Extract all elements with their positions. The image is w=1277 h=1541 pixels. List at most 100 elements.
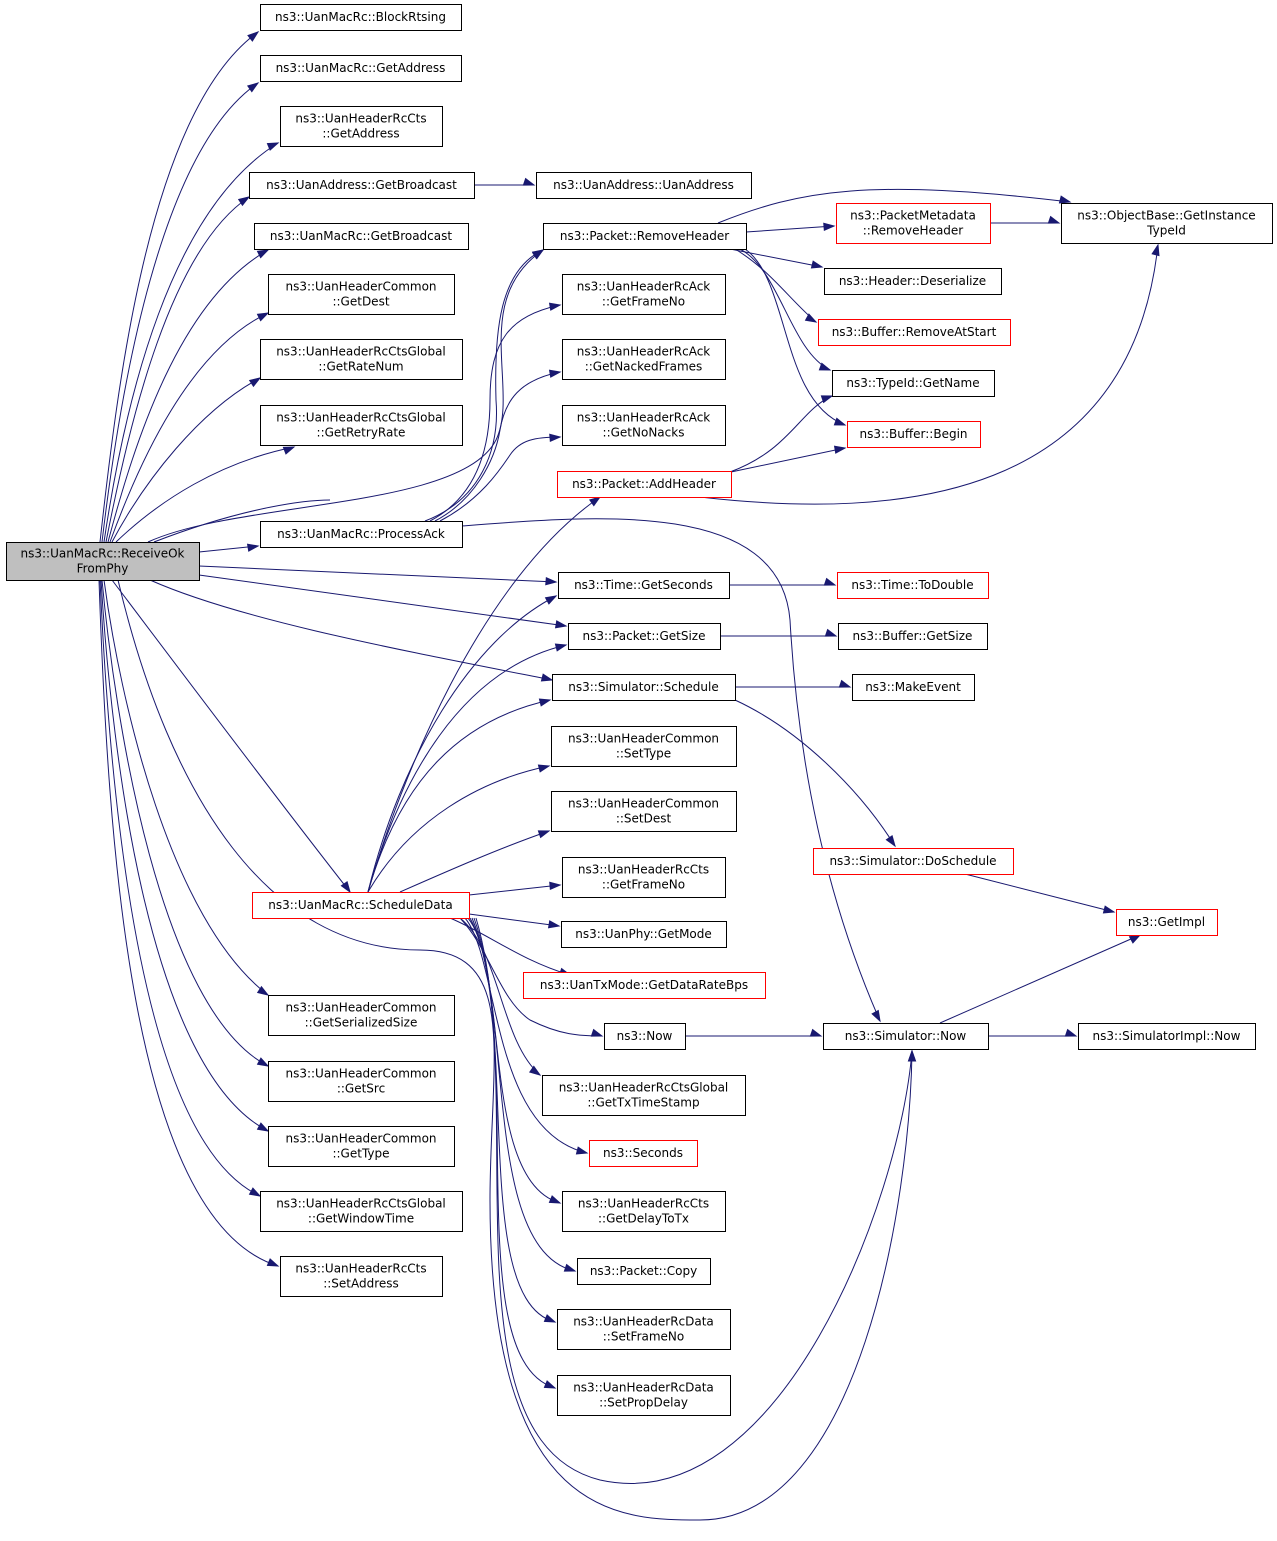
function-node[interactable]: ns3::UanHeaderRcAck::GetNoNacks — [562, 405, 726, 446]
node-label: ::GetFrameNo — [602, 878, 685, 892]
function-node[interactable]: ns3::UanMacRc::GetAddress — [260, 55, 462, 82]
arrowhead-icon — [528, 1065, 542, 1076]
function-node[interactable]: ns3::UanPhy::GetMode — [561, 921, 727, 948]
function-node[interactable]: ns3::UanTxMode::GetDataRateBps — [523, 972, 766, 999]
function-node[interactable]: ns3::UanHeaderRcData::SetFrameNo — [557, 1309, 731, 1350]
call-edge — [399, 830, 550, 893]
call-edge — [198, 565, 557, 583]
node-box — [1116, 909, 1218, 936]
call-edge — [111, 579, 351, 893]
arrowhead-icon — [1102, 905, 1116, 914]
function-node[interactable]: ns3::UanHeaderRcCts::GetDelayToTx — [562, 1191, 726, 1232]
node-box — [852, 674, 975, 701]
function-node[interactable]: ns3::UanHeaderCommon::SetType — [551, 726, 737, 767]
node-label: ns3::UanHeaderCommon — [568, 797, 719, 811]
function-node[interactable]: ns3::UanHeaderRcCtsGlobal::GetRateNum — [260, 339, 463, 380]
function-node[interactable]: ns3::Time::GetSeconds — [558, 572, 730, 599]
function-node[interactable]: ns3::UanHeaderCommon::GetSrc — [268, 1061, 455, 1102]
call-edge — [464, 917, 588, 1154]
function-node[interactable]: ns3::Simulator::DoSchedule — [813, 848, 1014, 875]
node-label: ::GetType — [332, 1147, 389, 1161]
function-node[interactable]: ns3::Packet::GetSize — [568, 623, 721, 650]
node-label: ns3::PacketMetadata — [850, 209, 976, 223]
function-node[interactable]: ns3::Packet::Copy — [577, 1258, 711, 1285]
call-edge — [424, 249, 544, 522]
node-box — [562, 339, 726, 380]
call-edge — [111, 377, 261, 543]
node-label: ns3::UanMacRc::ReceiveOk — [20, 547, 184, 561]
arrowhead-icon — [545, 576, 558, 586]
call-edge — [149, 579, 553, 681]
function-node[interactable]: ns3::SimulatorImpl::Now — [1078, 1023, 1256, 1050]
node-label: ns3::UanHeaderRcCts — [295, 112, 426, 126]
arrowhead-icon — [256, 312, 270, 322]
node-box — [823, 1023, 989, 1050]
arrowhead-icon — [575, 1146, 589, 1155]
function-node[interactable]: ns3::UanHeaderCommon::SetDest — [551, 791, 737, 832]
node-box — [824, 268, 1002, 295]
function-node[interactable]: ns3::Simulator::Schedule — [552, 674, 736, 701]
call-edge — [939, 934, 1141, 1024]
call-edge — [744, 248, 846, 426]
node-box — [838, 623, 988, 650]
function-node[interactable]: ns3::Time::ToDouble — [837, 572, 989, 599]
function-node[interactable]: ns3::UanHeaderRcAck::GetNackedFrames — [562, 339, 726, 380]
call-edge — [367, 765, 550, 893]
function-node[interactable]: ns3::UanHeaderRcAck::GetFrameNo — [562, 274, 726, 315]
node-label: ns3::UanHeaderRcAck — [577, 411, 711, 425]
function-node[interactable]: ns3::Packet::AddHeader — [557, 471, 732, 498]
function-node[interactable]: ns3::GetImpl — [1116, 909, 1218, 936]
arrowhead-icon — [549, 433, 562, 443]
node-label: ::GetDest — [332, 295, 389, 309]
function-node[interactable]: ns3::Simulator::Now — [823, 1023, 989, 1050]
node-label: ns3::UanHeaderRcCts — [578, 1197, 709, 1211]
arrowhead-icon — [540, 673, 554, 682]
node-box — [551, 791, 737, 832]
function-node[interactable]: ns3::MakeEvent — [852, 674, 975, 701]
function-node[interactable]: ns3::UanHeaderCommon::GetDest — [268, 274, 455, 315]
function-node[interactable]: ns3::TypeId::GetName — [832, 370, 995, 397]
function-node[interactable]: ns3::UanHeaderCommon::GetSerializedSize — [268, 995, 455, 1036]
function-node[interactable]: ns3::UanAddress::GetBroadcast — [249, 172, 475, 199]
arrowhead-icon — [248, 1187, 262, 1197]
function-node[interactable]: ns3::Packet::RemoveHeader — [543, 223, 747, 250]
arrowhead-icon — [1151, 243, 1160, 257]
arrowhead-icon — [810, 260, 824, 269]
arrowhead-icon — [1058, 195, 1072, 204]
function-node[interactable]: ns3::UanHeaderRcCts::GetAddress — [280, 106, 443, 147]
function-node[interactable]: ns3::UanMacRc::ScheduleData — [252, 892, 470, 919]
arrowhead-icon — [809, 1028, 823, 1037]
function-node[interactable]: ns3::Buffer::Begin — [847, 421, 981, 448]
arrowhead-icon — [838, 679, 852, 688]
node-label: ns3::UanAddress::GetBroadcast — [266, 178, 457, 192]
arrowhead-icon — [823, 222, 836, 232]
function-node[interactable]: ns3::UanHeaderRcData::SetPropDelay — [557, 1375, 731, 1416]
call-edge — [153, 499, 331, 543]
function-node[interactable]: ns3::UanHeaderRcCts::SetAddress — [280, 1256, 443, 1297]
function-node[interactable]: ns3::UanHeaderRcCts::GetFrameNo — [562, 857, 726, 898]
call-edge — [367, 699, 551, 893]
function-node[interactable]: ns3::UanMacRc::ProcessAck — [260, 521, 463, 548]
function-node[interactable]: ns3::UanHeaderRcCtsGlobal::GetRetryRate — [260, 405, 463, 446]
function-node[interactable]: ns3::Header::Deserialize — [824, 268, 1002, 295]
function-node[interactable]: ns3::UanMacRc::GetBroadcast — [254, 223, 469, 250]
function-node[interactable]: ns3::UanHeaderCommon::GetType — [268, 1126, 455, 1167]
function-node[interactable]: ns3::Seconds — [589, 1140, 698, 1167]
node-label: ::SetType — [616, 747, 671, 761]
call-edge — [198, 574, 567, 627]
call-edge — [734, 248, 817, 323]
call-edge — [101, 82, 259, 543]
function-node[interactable]: ns3::Buffer::GetSize — [838, 623, 988, 650]
node-label: ns3::UanHeaderRcData — [573, 1315, 714, 1329]
function-node[interactable]: ns3::UanMacRc::BlockRtsing — [260, 4, 462, 31]
function-node[interactable]: ns3::Buffer::RemoveAtStart — [818, 319, 1011, 346]
function-node[interactable]: ns3::UanAddress::UanAddress — [536, 172, 752, 199]
node-label: ns3::UanMacRc::GetAddress — [276, 61, 446, 75]
function-node[interactable]: ns3::Now — [604, 1023, 686, 1050]
function-node[interactable]: ns3::PacketMetadata::RemoveHeader — [836, 203, 991, 244]
function-node[interactable]: ns3::UanHeaderRcCtsGlobal::GetTxTimeStam… — [542, 1075, 746, 1116]
call-edge — [98, 579, 279, 1267]
function-node[interactable]: ns3::UanHeaderRcCtsGlobal::GetWindowTime — [260, 1191, 463, 1232]
